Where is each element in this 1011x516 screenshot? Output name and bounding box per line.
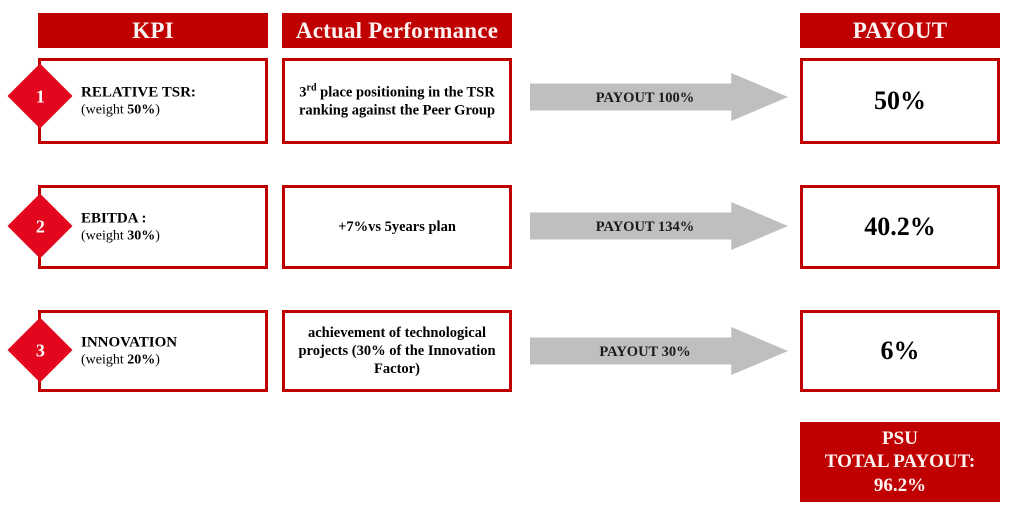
kpi-weight-prefix-row-3: (weight [81, 352, 128, 368]
payout-box-row-2: 40.2% [800, 185, 1000, 269]
kpi-weight-suffix-row-2: ) [155, 228, 160, 244]
kpi-box-row-2: EBITDA : (weight 30%) [38, 185, 268, 269]
payout-box-row-1: 50% [800, 58, 1000, 144]
kpi-weight-row-2: (weight 30%) [81, 228, 160, 245]
performance-ordinal-number-row-1: 3 [299, 84, 307, 101]
performance-box-row-2: +7%vs 5years plan [282, 185, 512, 269]
total-payout-value: 96.2% [873, 474, 927, 496]
performance-box-row-1: 3rd place positioning in the TSR ranking… [282, 58, 512, 144]
kpi-text-row-1: RELATIVE TSR: (weight 50%) [81, 83, 196, 118]
kpi-text-row-2: EBITDA : (weight 30%) [81, 209, 160, 244]
kpi-weight-value-row-1: 50% [127, 102, 156, 118]
kpi-name-row-3: INNOVATION [81, 334, 178, 351]
kpi-rank-number-3: 3 [35, 340, 45, 360]
kpi-name-row-2: EBITDA : [81, 210, 147, 227]
performance-description-row-1: place positioning in the TSR ranking aga… [298, 84, 496, 119]
payout-value-row-1: 50% [874, 86, 926, 115]
psu-total-payout-box: PSU TOTAL PAYOUT: 96.2% [800, 422, 1000, 502]
total-label-line-2: TOTAL PAYOUT: [824, 451, 976, 473]
kpi-rank-number-1: 1 [35, 86, 45, 106]
kpi-weight-suffix-row-3: ) [155, 352, 160, 368]
performance-text-row-1: 3rd place positioning in the TSR ranking… [293, 82, 501, 119]
payout-box-row-3: 6% [800, 310, 1000, 392]
kpi-weight-row-3: (weight 20%) [81, 352, 177, 369]
kpi-weight-prefix-row-2: (weight [81, 228, 128, 244]
performance-ordinal-suffix-row-1: rd [306, 82, 317, 94]
kpi-weight-value-row-2: 30% [127, 228, 156, 244]
performance-text-row-3: achievement of technological projects (3… [298, 324, 496, 378]
payout-arrow-label-row-2: PAYOUT 134% [595, 219, 695, 235]
column-header-kpi: KPI [38, 13, 268, 48]
kpi-text-row-3: INNOVATION (weight 20%) [81, 333, 177, 368]
performance-text-row-2: +7%vs 5years plan [338, 218, 456, 235]
kpi-rank-number-2: 2 [35, 216, 45, 236]
kpi-weight-row-1: (weight 50%) [81, 102, 196, 119]
column-header-actual-performance: Actual Performance [282, 13, 512, 48]
kpi-name-row-1: RELATIVE TSR: [81, 84, 196, 101]
payout-arrow-label-row-1: PAYOUT 100% [595, 90, 695, 106]
column-header-payout: PAYOUT [800, 13, 1000, 48]
payout-value-row-3: 6% [880, 336, 920, 365]
kpi-box-row-1: RELATIVE TSR: (weight 50%) [38, 58, 268, 144]
kpi-weight-value-row-3: 20% [127, 352, 156, 368]
payout-arrow-label-row-3: PAYOUT 30% [599, 344, 691, 360]
total-label-line-1: PSU [882, 428, 918, 450]
kpi-weight-suffix-row-1: ) [155, 102, 160, 118]
kpi-weight-prefix-row-1: (weight [81, 102, 128, 118]
kpi-box-row-3: INNOVATION (weight 20%) [38, 310, 268, 392]
payout-value-row-2: 40.2% [864, 212, 936, 241]
performance-box-row-3: achievement of technological projects (3… [282, 310, 512, 392]
